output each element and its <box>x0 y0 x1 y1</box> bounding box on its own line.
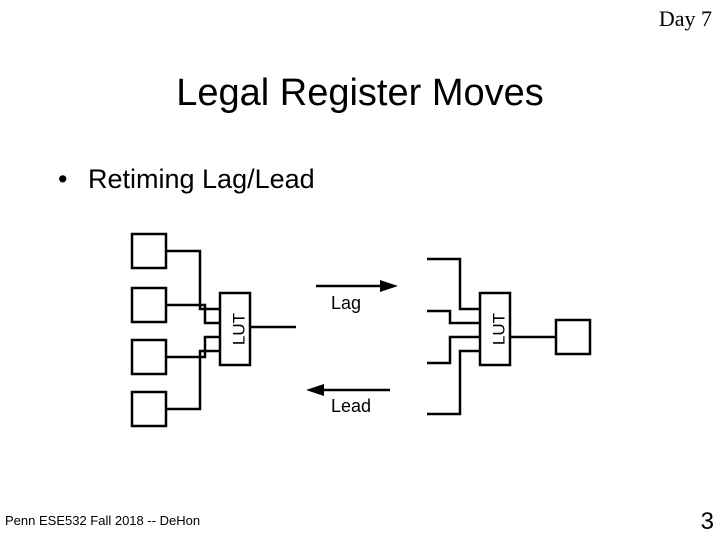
register-box <box>130 338 168 376</box>
footer-text: Penn ESE532 Fall 2018 -- DeHon <box>5 513 201 528</box>
wire <box>166 335 220 359</box>
bullet-text: Retiming Lag/Lead <box>88 164 315 194</box>
lut-label-left: LUT <box>229 313 248 345</box>
bullet-marker: • <box>58 164 68 194</box>
wire <box>427 309 480 325</box>
wire <box>166 349 220 411</box>
lut-label-right: LUT <box>489 313 508 345</box>
wire <box>166 249 220 311</box>
day-label: Day 7 <box>658 6 712 31</box>
register-box <box>130 286 168 324</box>
register-box <box>130 390 168 428</box>
slide-title: Legal Register Moves <box>176 72 544 114</box>
wire <box>427 257 480 311</box>
wire <box>427 349 480 416</box>
lag-arrow-head <box>380 280 398 292</box>
register-box <box>554 318 592 356</box>
register-box <box>130 232 168 270</box>
bullet-item: • Retiming Lag/Lead <box>58 164 315 195</box>
lut-block-left <box>218 291 252 367</box>
lut-block-right <box>478 291 512 367</box>
page-number: 3 <box>700 508 714 535</box>
lead-arrow-head <box>306 384 324 396</box>
lag-label: Lag <box>331 293 361 313</box>
wire <box>166 303 220 325</box>
wire <box>427 335 480 365</box>
lead-label: Lead <box>331 396 371 416</box>
